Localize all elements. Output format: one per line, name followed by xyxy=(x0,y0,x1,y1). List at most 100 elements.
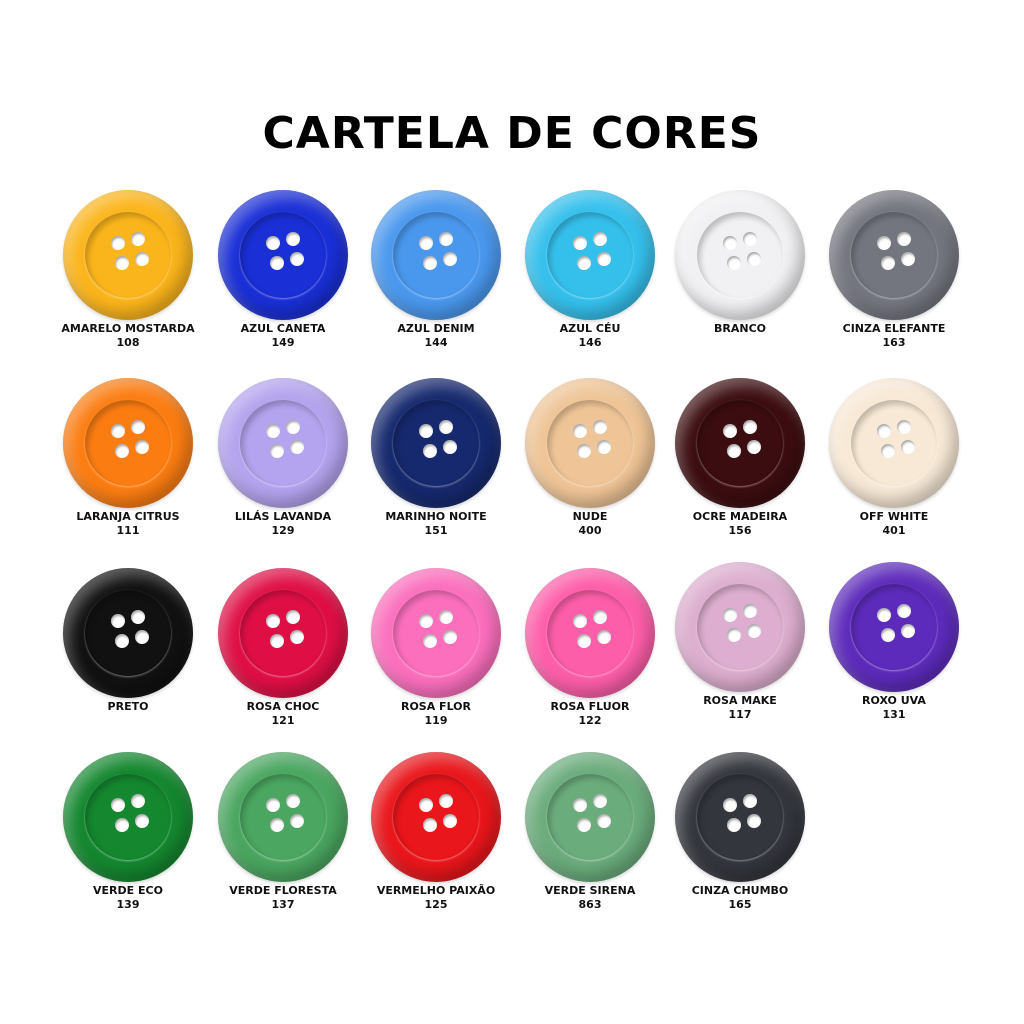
button-rim xyxy=(697,774,783,860)
color-name: PRETO xyxy=(107,700,149,713)
button-rim xyxy=(851,400,937,486)
button-hole-icon xyxy=(131,232,145,246)
button-hole-icon xyxy=(743,232,757,246)
button-color-sample xyxy=(218,752,348,882)
color-code: 108 xyxy=(116,336,140,349)
button-rim xyxy=(851,584,937,670)
button-rim xyxy=(240,400,326,486)
button-rim xyxy=(85,212,171,298)
button-hole-icon xyxy=(877,236,891,250)
button-rim xyxy=(697,212,783,298)
button-rim xyxy=(697,584,783,670)
button-rim xyxy=(240,774,326,860)
color-code: 146 xyxy=(578,336,602,349)
button-rim xyxy=(547,590,633,676)
button-hole-icon xyxy=(419,614,433,628)
page-title: CARTELA DE CORES xyxy=(262,108,762,159)
button-hole-icon xyxy=(577,818,591,832)
button-hole-icon xyxy=(286,610,300,624)
button-hole-icon xyxy=(423,444,437,458)
button-hole-icon xyxy=(423,256,437,270)
button-hole-icon xyxy=(439,232,453,246)
color-name: MARINHO NOITE xyxy=(385,510,487,523)
button-color-sample xyxy=(371,190,501,320)
color-name: NUDE xyxy=(572,510,608,523)
color-code: 144 xyxy=(424,336,448,349)
button-hole-icon xyxy=(131,610,145,624)
button-color-sample xyxy=(63,190,193,320)
button-hole-icon xyxy=(727,444,741,458)
button-rim xyxy=(697,400,783,486)
button-hole-icon xyxy=(270,444,284,458)
button-hole-icon xyxy=(111,798,125,812)
button-hole-icon xyxy=(439,610,453,624)
button-color-sample xyxy=(218,378,348,508)
color-code: 863 xyxy=(578,898,602,911)
button-color-sample xyxy=(525,190,655,320)
button-hole-icon xyxy=(593,232,607,246)
button-hole-icon xyxy=(901,440,915,454)
color-code: 149 xyxy=(271,336,295,349)
button-hole-icon xyxy=(723,608,737,622)
color-name: ROSA FLOR xyxy=(400,700,472,713)
button-hole-icon xyxy=(111,424,125,438)
button-hole-icon xyxy=(577,444,591,458)
button-hole-icon xyxy=(593,794,607,808)
button-rim xyxy=(85,400,171,486)
button-rim xyxy=(393,400,479,486)
button-hole-icon xyxy=(439,794,453,808)
button-color-sample xyxy=(829,190,959,320)
color-name: LILÁS LAVANDA xyxy=(234,510,332,523)
button-rim xyxy=(393,774,479,860)
button-hole-icon xyxy=(443,630,457,644)
color-code: 163 xyxy=(882,336,906,349)
button-hole-icon xyxy=(881,628,895,642)
color-code: 156 xyxy=(728,524,752,537)
button-color-sample xyxy=(63,568,193,698)
button-hole-icon xyxy=(439,420,453,434)
button-rim xyxy=(547,212,633,298)
button-hole-icon xyxy=(897,420,911,434)
button-hole-icon xyxy=(577,256,591,270)
button-color-sample xyxy=(371,568,501,698)
color-name: CINZA CHUMBO xyxy=(691,884,789,897)
button-color-sample xyxy=(675,752,805,882)
color-code: 119 xyxy=(424,714,448,727)
button-hole-icon xyxy=(897,604,911,618)
button-hole-icon xyxy=(290,814,304,828)
color-name: VERDE SIRENA xyxy=(544,884,636,897)
button-color-sample xyxy=(63,378,193,508)
color-code: 125 xyxy=(424,898,448,911)
color-name: VERMELHO PAIXÃO xyxy=(376,884,496,897)
button-color-sample xyxy=(675,378,805,508)
button-hole-icon xyxy=(423,818,437,832)
button-hole-icon xyxy=(593,610,607,624)
color-name: OCRE MADEIRA xyxy=(692,510,788,523)
button-hole-icon xyxy=(747,440,761,454)
button-hole-icon xyxy=(881,444,895,458)
button-hole-icon xyxy=(135,252,149,266)
color-name: ROSA FLUOR xyxy=(550,700,630,713)
color-code: 129 xyxy=(271,524,295,537)
button-hole-icon xyxy=(597,630,611,644)
color-code: 137 xyxy=(271,898,295,911)
button-hole-icon xyxy=(897,232,911,246)
button-hole-icon xyxy=(111,614,125,628)
button-hole-icon xyxy=(419,424,433,438)
button-hole-icon xyxy=(115,818,129,832)
button-hole-icon xyxy=(747,252,761,266)
color-code: 400 xyxy=(578,524,602,537)
button-hole-icon xyxy=(266,798,280,812)
button-hole-icon xyxy=(723,798,737,812)
button-color-sample xyxy=(218,568,348,698)
